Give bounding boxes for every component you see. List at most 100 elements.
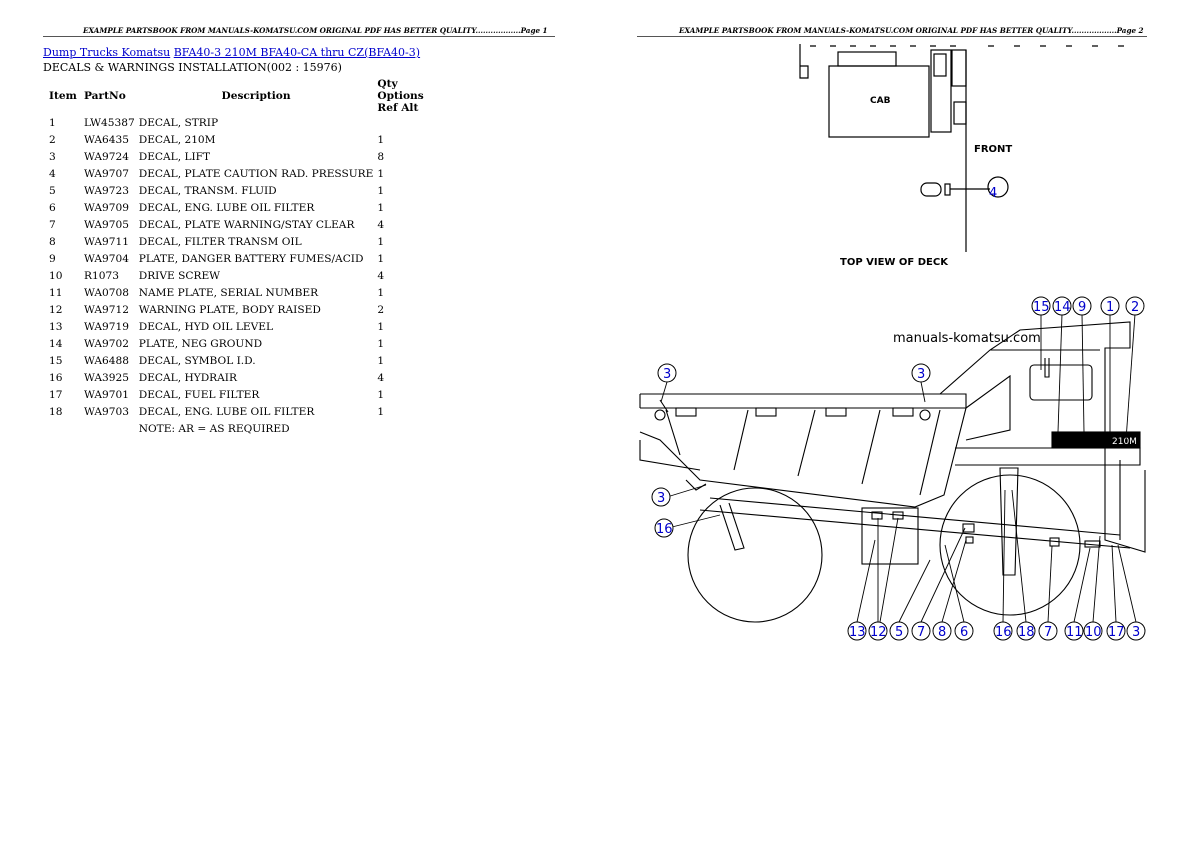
breadcrumb: Dump Trucks Komatsu BFA40-3 210M BFA40-C… (43, 46, 420, 59)
cell-description: DECAL, SYMBOL I.D. (138, 354, 256, 367)
model-decal-text: 210M (1112, 437, 1137, 447)
cell-qty: 1 (377, 388, 385, 401)
header-rule-left (43, 36, 555, 37)
cell-description: DECAL, STRIP (138, 116, 219, 129)
cell-partno: WA9709 (84, 201, 129, 214)
cell-qty: 1 (377, 184, 385, 197)
callout-5: 5 (895, 625, 903, 640)
callout-3-a: 3 (663, 367, 671, 382)
cell-partno: WA0708 (84, 286, 129, 299)
cell-qty: 4 (377, 371, 385, 384)
cell-qty: 1 (377, 337, 385, 350)
cell-partno: LW45387 (84, 116, 135, 129)
cell-partno: WA9705 (84, 218, 129, 231)
cell-qty: 2 (377, 303, 385, 316)
header-qty-options: Qty Options Ref Alt (377, 78, 424, 114)
callout-9: 9 (1078, 300, 1086, 315)
callout-11: 11 (1066, 625, 1083, 640)
cell-qty: 1 (377, 201, 385, 214)
page-header-right: EXAMPLE PARTSBOOK FROM MANUALS-KOMATSU.C… (679, 26, 1144, 35)
cell-description: DECAL, LIFT (138, 150, 211, 163)
cell-description: DECAL, TRANSM. FLUID (138, 184, 277, 197)
cell-item: 2 (49, 133, 56, 146)
cell-partno: WA9701 (84, 388, 129, 401)
watermark-text: manuals-komatsu.com (893, 331, 1041, 346)
cell-qty: 1 (377, 167, 385, 180)
table-row: 18 WA9703 DECAL, ENG. LUBE OIL FILTER 1 (43, 403, 426, 420)
parts-table: Item PartNo Description Qty Options Ref … (43, 78, 426, 437)
cell-qty: 1 (377, 252, 385, 265)
callout-7-b: 7 (1044, 625, 1052, 640)
header-partno: PartNo (84, 90, 126, 102)
top-view-label: TOP VIEW OF DECK (840, 257, 949, 268)
cell-partno: WA6435 (84, 133, 129, 146)
cell-item: 13 (49, 320, 63, 333)
cell-item: 14 (49, 337, 63, 350)
cell-partno: WA9724 (84, 150, 129, 163)
callout-18: 18 (1018, 625, 1035, 640)
cell-item: 5 (49, 184, 56, 197)
cell-item: 3 (49, 150, 56, 163)
cell-partno: WA9703 (84, 405, 129, 418)
cab-label: CAB (870, 96, 891, 106)
cell-partno: WA9704 (84, 252, 129, 265)
breadcrumb-link-dump-trucks[interactable]: Dump Trucks Komatsu (43, 46, 171, 59)
cell-description: WARNING PLATE, BODY RAISED (138, 303, 321, 316)
callout-16-a: 16 (656, 522, 673, 537)
cell-description: DECAL, ENG. LUBE OIL FILTER (138, 201, 315, 214)
cell-qty: 1 (377, 235, 385, 248)
callout-1: 1 (1106, 300, 1114, 315)
callout-8: 8 (938, 625, 946, 640)
cell-item: 9 (49, 252, 56, 265)
cell-partno: WA9711 (84, 235, 129, 248)
cell-item: 11 (49, 286, 63, 299)
cell-partno: WA6488 (84, 354, 129, 367)
header-item: Item (49, 90, 77, 102)
front-label: FRONT (974, 144, 1012, 155)
cell-description: DECAL, HYD OIL LEVEL (138, 320, 274, 333)
table-header-row: Item PartNo Description Qty Options Ref … (43, 78, 426, 114)
cell-item: 15 (49, 354, 63, 367)
cell-partno: WA3925 (84, 371, 129, 384)
truck-side-view: 210M (639, 321, 1146, 623)
cell-partno: R1073 (84, 269, 119, 282)
callout-7-a: 7 (917, 625, 925, 640)
callout-3-b: 3 (917, 367, 925, 382)
callout-15: 15 (1033, 300, 1050, 315)
cell-item: 8 (49, 235, 56, 248)
cell-qty: 1 (377, 354, 385, 367)
cell-item: 4 (49, 167, 56, 180)
cell-qty: 8 (377, 150, 385, 163)
cell-qty: 1 (377, 133, 385, 146)
callouts-bottom (847, 621, 1146, 641)
cell-item: 10 (49, 269, 63, 282)
cell-partno: WA9719 (84, 320, 129, 333)
callouts-upper (651, 296, 1145, 538)
callout-10: 10 (1085, 625, 1102, 640)
header-rule-right (637, 36, 1147, 37)
cell-description: DECAL, PLATE WARNING/STAY CLEAR (138, 218, 355, 231)
breadcrumb-link-model[interactable]: BFA40-3 210M BFA40-CA thru CZ(BFA40-3) (173, 46, 421, 59)
callout-6: 6 (960, 625, 968, 640)
cell-partno: WA9712 (84, 303, 129, 316)
cell-partno: WA9707 (84, 167, 129, 180)
callout-17: 17 (1108, 625, 1125, 640)
cell-item: 18 (49, 405, 63, 418)
cell-description: DECAL, ENG. LUBE OIL FILTER (138, 405, 315, 418)
table-note: NOTE: AR = AS REQUIRED (138, 422, 290, 435)
page-subtitle: DECALS & WARNINGS INSTALLATION(002 : 159… (43, 61, 342, 74)
cell-qty: 1 (377, 405, 385, 418)
cell-partno: WA9723 (84, 184, 129, 197)
